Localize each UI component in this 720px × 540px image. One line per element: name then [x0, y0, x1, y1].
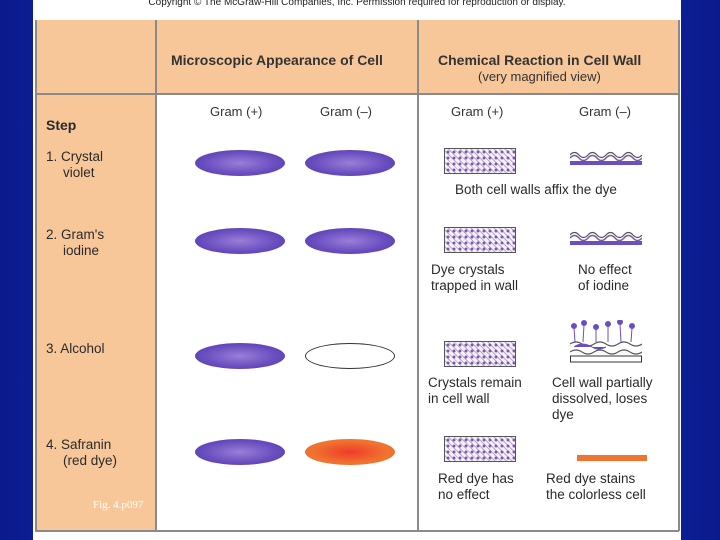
microscopic-title: Microscopic Appearance of Cell	[171, 52, 383, 68]
micro-gram-pos-header: Gram (+)	[210, 104, 262, 119]
cell-gram-neg-step4	[305, 439, 395, 465]
cell-gram-neg-step1	[305, 150, 395, 176]
chem-gram-pos-header: Gram (+)	[451, 104, 503, 119]
step-4-label: 4. Safranin(red dye)	[46, 437, 117, 469]
thin-wall-step2	[570, 230, 642, 246]
figure-panel: Copyright © The McGraw-Hill Companies, I…	[33, 0, 681, 540]
thin-wall-step4	[577, 455, 649, 463]
thin-wall-step3	[570, 320, 642, 370]
copyright-notice: Copyright © The McGraw-Hill Companies, I…	[33, 0, 681, 18]
border-bottom	[35, 530, 679, 532]
divider-middle	[417, 20, 419, 531]
chemical-title: Chemical Reaction in Cell Wall	[438, 52, 641, 68]
border-right	[678, 20, 680, 531]
thick-wall-step2	[444, 227, 516, 253]
thick-wall-step3	[444, 341, 516, 367]
step-3-label: 3. Alcohol	[46, 341, 105, 357]
step-heading: Step	[46, 117, 76, 133]
cell-gram-pos-step1	[195, 150, 285, 176]
thick-wall-step4	[444, 436, 516, 462]
cell-gram-neg-step2	[305, 228, 395, 254]
cell-gram-neg-step3	[305, 343, 395, 369]
chemical-subtitle: (very magnified view)	[478, 69, 601, 84]
figure-label: Fig. 4.p097	[93, 499, 143, 511]
divider-header	[35, 93, 679, 95]
cell-gram-pos-step3	[195, 343, 285, 369]
divider-left	[155, 20, 157, 531]
cell-gram-pos-step4	[195, 439, 285, 465]
thick-wall-step1	[444, 148, 516, 174]
cell-gram-pos-step2	[195, 228, 285, 254]
border-left	[35, 20, 37, 531]
caption-step1-both: Both cell walls affix the dye	[455, 182, 617, 198]
thin-wall-step1	[570, 150, 642, 166]
micro-gram-neg-header: Gram (–)	[320, 104, 372, 119]
chem-gram-neg-header: Gram (–)	[579, 104, 631, 119]
